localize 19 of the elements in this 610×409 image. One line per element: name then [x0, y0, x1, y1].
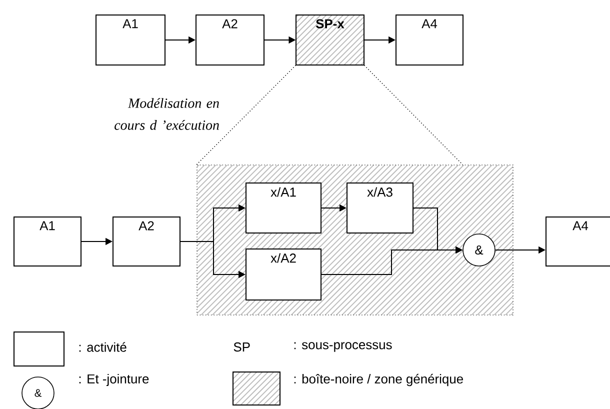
activity-box: A2 — [196, 14, 264, 66]
zoom-line — [196, 64, 296, 165]
annotation: Modélisation en cours d ’exécution — [114, 98, 219, 130]
legend-text: : Et -jointure — [79, 374, 149, 386]
activity-box: A1 — [14, 216, 82, 266]
activity-box: x/A2 — [246, 248, 322, 300]
legend-circle-sample: & — [22, 376, 54, 409]
activity-box: A4 — [546, 216, 610, 266]
legend-text: : sous-processus — [294, 342, 392, 352]
legend-text: : boîte-noire / zone générique — [294, 374, 463, 386]
legend-text: : activité — [79, 342, 126, 352]
activity-box: A1 — [96, 14, 166, 66]
activity-box: A2 — [112, 216, 180, 266]
activity-box: A4 — [396, 14, 464, 66]
activity-box: x/A1 — [246, 182, 322, 234]
legend-symbol: SP — [234, 342, 250, 352]
subprocess-box: SP-x — [296, 14, 364, 66]
activity-box: x/A3 — [346, 182, 414, 234]
zoom-line — [364, 64, 463, 165]
